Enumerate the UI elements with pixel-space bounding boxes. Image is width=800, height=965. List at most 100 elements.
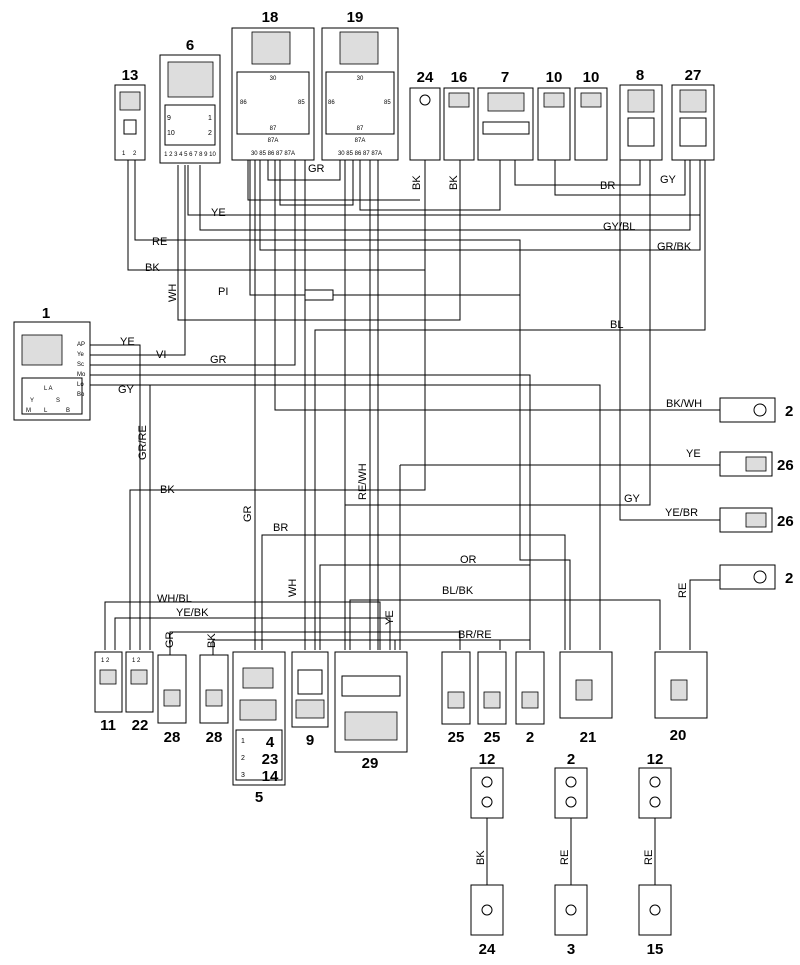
wire-label: BR [600,180,615,192]
wire-label: GY [118,384,135,396]
wire-label: RE [559,850,571,865]
wire-label: GR [164,631,176,648]
component-number: 18 [262,9,279,26]
component-number: 26 [777,513,794,530]
wire-re-13 [134,160,571,650]
component-number: 20 [670,727,687,744]
wire-label: YE/BK [176,607,209,619]
wire-label: BK/WH [666,398,702,410]
wire-label: GY/BL [603,221,635,233]
sub-component-number: 23 [262,751,279,768]
wire-relay-a [247,160,420,201]
relay-label: 30 [270,76,277,82]
component-number: 21 [580,729,597,746]
wire-br-re [394,639,530,650]
wire-label: GR [242,505,254,522]
wire-label: YE [686,448,701,460]
component-5: 123 4 23 14 5 [232,651,286,806]
component-21: 21 [559,651,613,746]
wire-re-2 [689,579,720,650]
component-number: 7 [501,69,509,86]
svg-text:L A: L A [44,386,52,392]
component-number: 28 [164,729,181,746]
component-number: 28 [206,729,223,746]
component-number: 3 [567,941,575,958]
wire-gr-28 [169,631,461,655]
wire-ye-bk [114,617,391,650]
component-number: 10 [546,69,563,86]
wire-bl-bk [349,599,661,650]
component-24-top: 24 [409,69,441,161]
component-number: 2 [785,403,793,420]
ground-pair-12-15: 12 15 [638,751,672,958]
component-2-bottom: 2 [515,651,545,746]
wire-label: VI [156,349,166,361]
component-number: 25 [484,729,501,746]
wire-label: BK [160,484,175,496]
svg-text:9: 9 [167,115,171,122]
component-number: 16 [451,69,468,86]
wire-1-or [90,374,531,650]
component-10b: 10 [574,69,608,161]
pin-label: Sc [77,362,84,368]
component-number: 9 [306,732,314,749]
component-number: 27 [685,67,702,84]
wire-label: GR/RE [137,425,149,460]
wire-labels: GR YE RE BK PI YE VI GR GY BK BR OR WH/B… [118,163,702,865]
wire-or [319,564,530,650]
svg-text:1: 1 [241,738,245,745]
svg-text:2: 2 [208,130,212,137]
wire-label: BL [610,319,623,331]
component-25-b: 25 [477,651,507,746]
resistor [304,289,334,301]
svg-text:L: L [44,408,48,414]
wire-label: BK [206,633,218,648]
wire-label: YE/BR [665,507,698,519]
component-29: 29 [334,651,408,772]
wire-label: PI [218,286,228,298]
component-18-relay: 30 86 85 87 87A 30 85 86 87 87A 18 [231,9,315,161]
wire-network [90,160,720,885]
wire-label: WH [287,579,299,597]
relay-label: 86 [328,100,335,106]
wire-vi [90,165,186,356]
sub-component-number: 14 [262,768,279,785]
wire-label: BR [273,522,288,534]
wire-br-8 [514,160,641,186]
component-11: 1 2 11 [94,651,123,734]
wire-br-21 [261,534,566,650]
wire-label: GR/BK [657,241,692,253]
component-25-a: 25 [441,651,471,746]
component-26-b: 26 [719,507,794,533]
wire-label: BK [448,175,460,190]
component-number: 24 [417,69,434,86]
component-number: 13 [122,67,139,84]
wire-ye-1 [90,344,141,650]
wire-ye-top [187,160,701,216]
component-2-right-b: 2 [719,564,793,590]
wire-ye-br [619,160,720,521]
svg-text:1 2: 1 2 [132,658,141,664]
wire-label: GY [624,493,641,505]
svg-text:1 2: 1 2 [101,658,110,664]
wire-label: WH/BL [157,593,192,605]
component-number: 2 [526,729,534,746]
wire-relay-b [279,160,354,206]
svg-text:1: 1 [208,115,212,122]
pin-label: 1 2 3 4 5 6 7 8 9 10 [164,152,216,158]
wire-gy-bl [199,160,691,231]
wire-bk-wh [274,160,720,411]
pin-label: 30 85 86 87 87A [338,151,382,157]
ground-pair-12-24: 12 24 [470,751,504,958]
component-number: 2 [785,570,793,587]
wire-label: RE [152,236,167,248]
component-number: 29 [362,755,379,772]
component-10a: 10 [537,69,571,161]
component-22: 1 2 22 [125,651,154,734]
component-number: 10 [583,69,600,86]
wire-gy-1 [90,384,601,650]
component-number: 22 [132,717,149,734]
